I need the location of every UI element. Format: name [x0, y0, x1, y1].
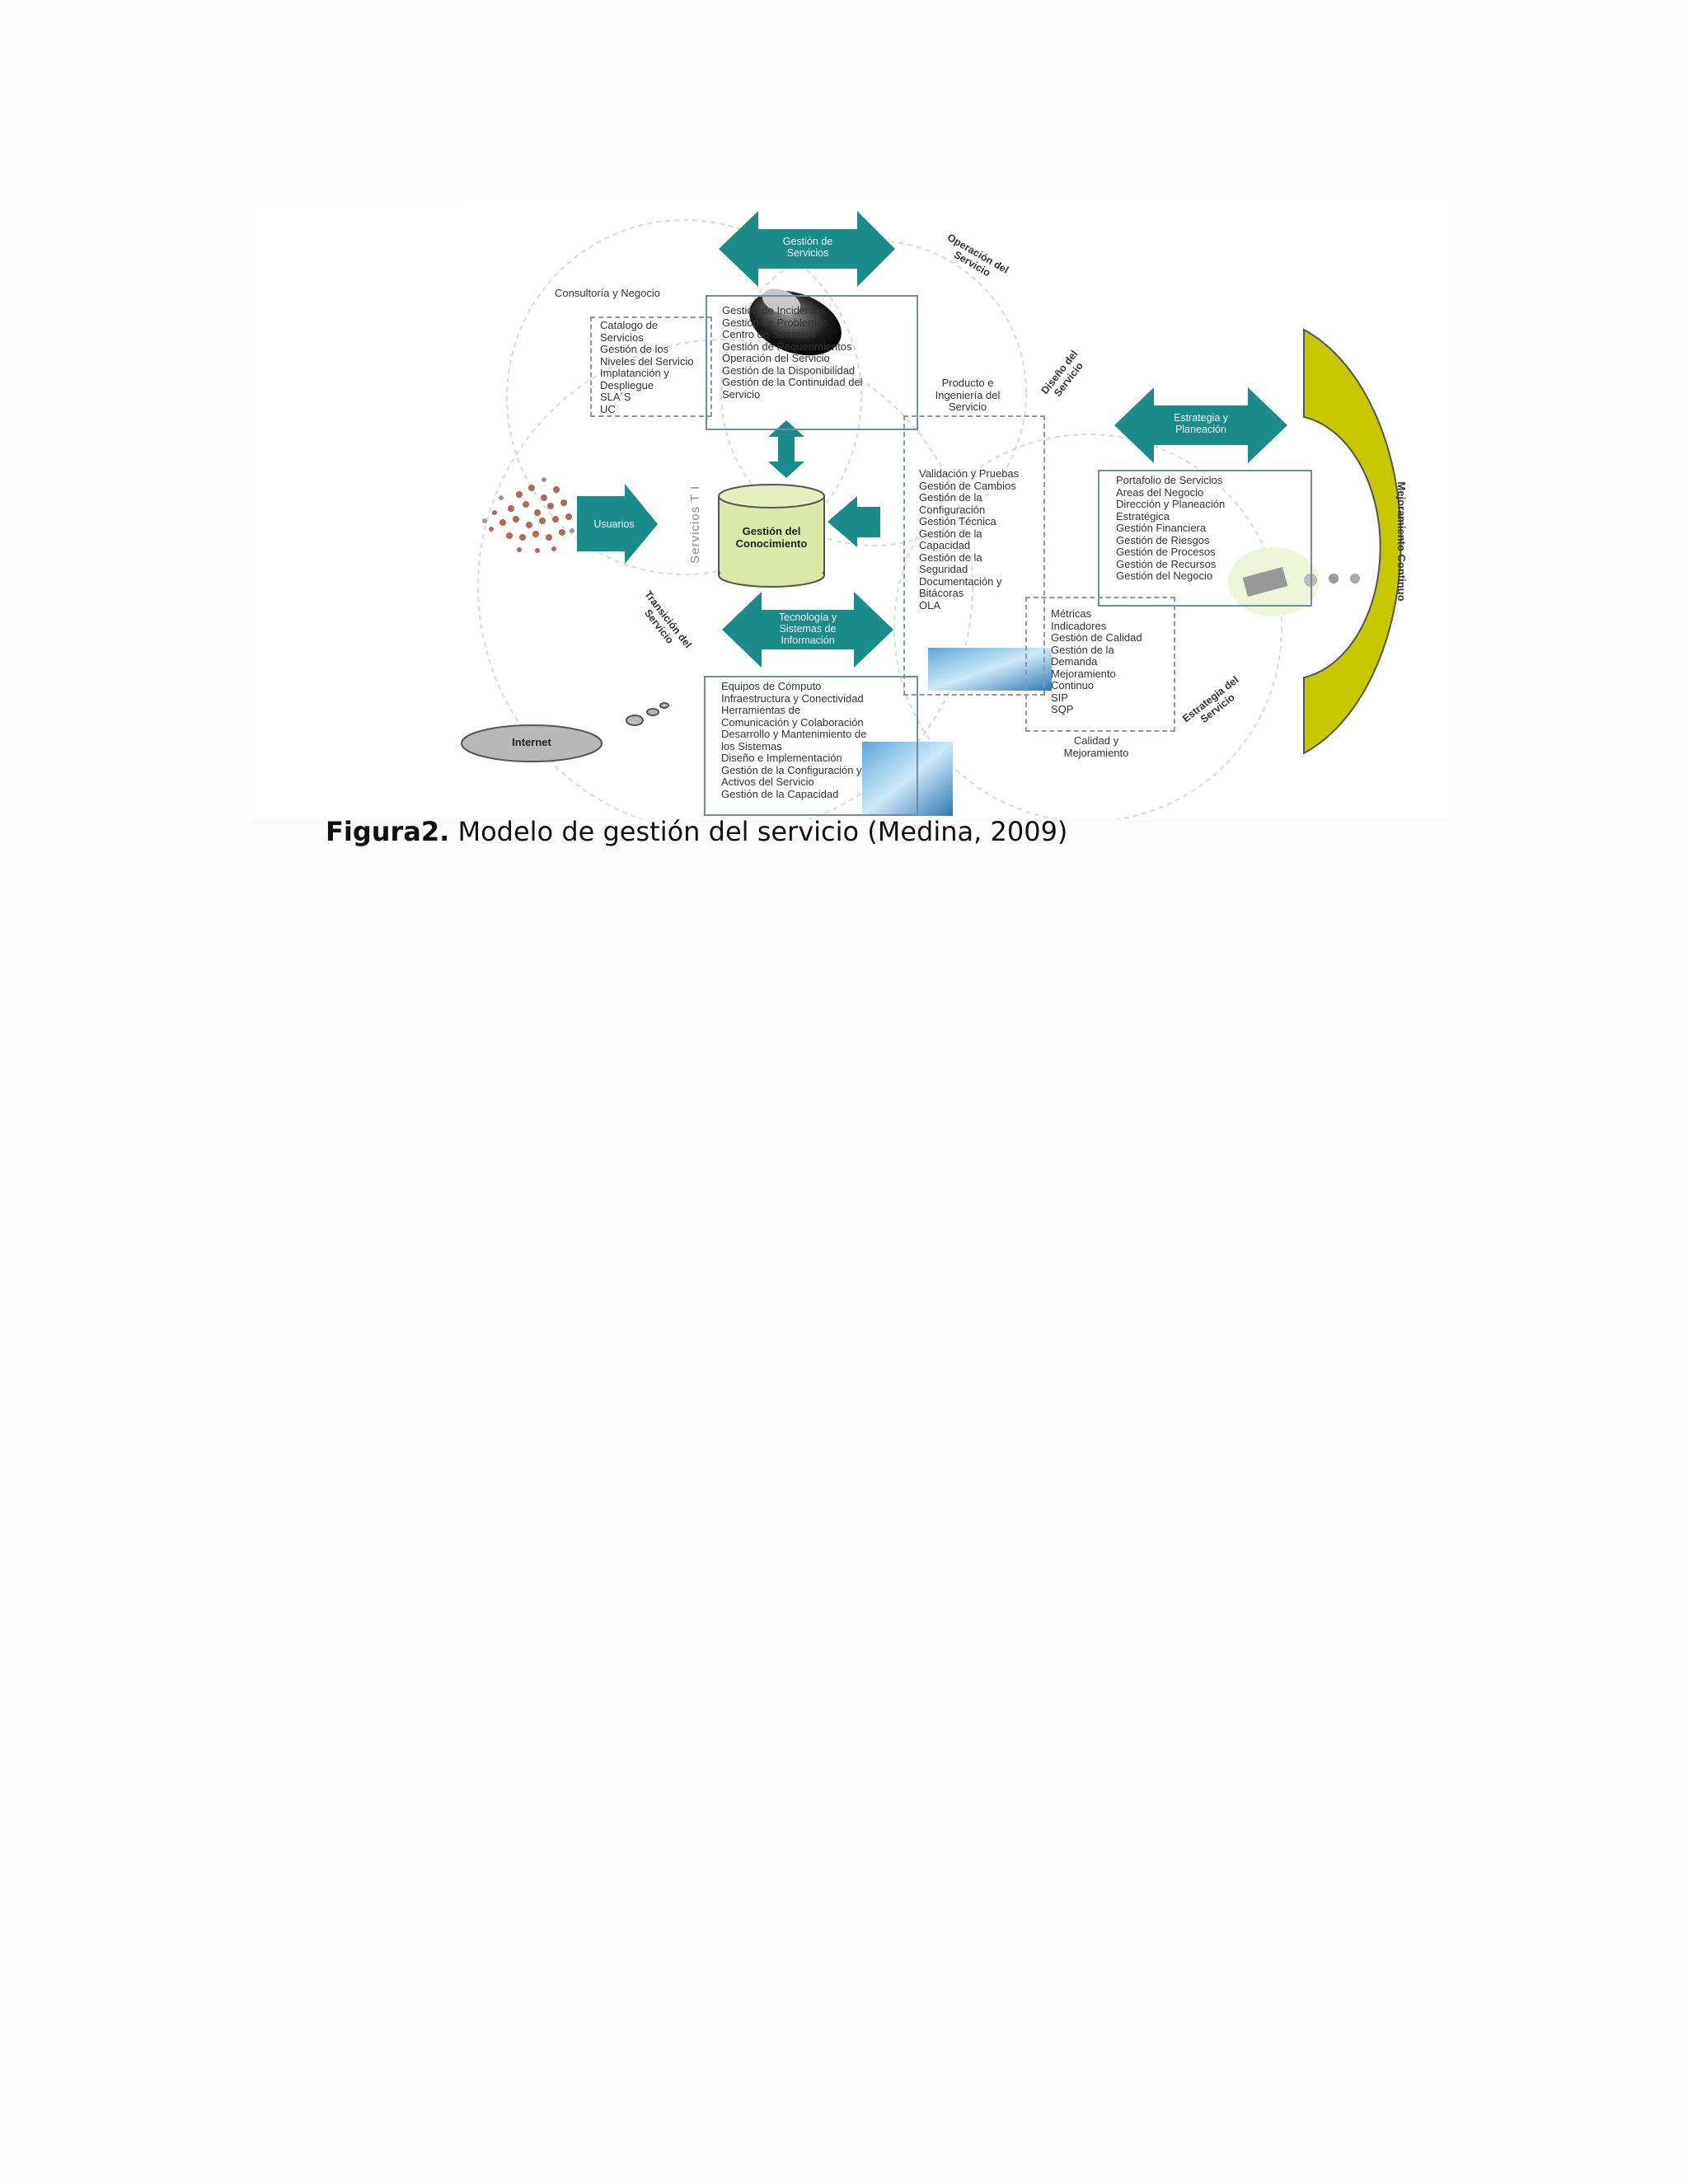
- list-item: Portafolio de Servicios: [1116, 475, 1225, 487]
- list-item: Gestión de la Continuidad del: [722, 377, 863, 389]
- list-item: Activos del Servicio: [721, 776, 866, 789]
- list-item: Estratégica: [1116, 511, 1225, 523]
- list-item: Gestión de Cambios: [919, 480, 1019, 493]
- usuarios-label: Usuarios: [585, 518, 643, 530]
- list-item: Seguridad: [919, 564, 1019, 576]
- list-item: Servicios: [600, 332, 693, 344]
- list-item: Validación y Pruebas: [919, 468, 1019, 480]
- list-item: SIP: [1051, 692, 1142, 705]
- list-item: los Sistemas: [721, 741, 866, 753]
- list-item: Operación del Servicio: [722, 353, 863, 365]
- caption-text: Modelo de gestión del servicio (Medina, …: [457, 816, 1067, 847]
- calidad-title: Calidad y Mejoramiento: [1055, 735, 1137, 759]
- service-management-diagram: Consultoría y Negocio Catalogo de Servic…: [247, 199, 1451, 819]
- list-item: Gestión de la: [919, 552, 1019, 565]
- estrategia-label: Estrategia y Planeación: [1165, 412, 1236, 435]
- list-item: Implatanción y: [600, 368, 693, 380]
- list-item: Continuo: [1051, 680, 1142, 692]
- list-item: Gestión de Incidentes: [722, 305, 863, 317]
- list-item: Configuración: [919, 504, 1019, 517]
- consultoria-title: Consultoría y Negocio: [554, 288, 661, 300]
- list-item: Servicio: [722, 389, 863, 401]
- list-item: Niveles del Servicio: [600, 356, 693, 368]
- list-item: Mejoramiento: [1051, 668, 1142, 681]
- list-item: Gestión de Calidad: [1051, 632, 1142, 644]
- list-item: Gestión de los: [600, 344, 693, 356]
- list-item: Gestión de la: [919, 492, 1019, 504]
- servicios-ti-label: Servicios T I: [690, 483, 702, 565]
- consultoria-list: Catalogo de Servicios Gestión de los Niv…: [600, 320, 693, 415]
- list-item: OLA: [919, 600, 1019, 612]
- list-item: Dirección y Planeación: [1116, 499, 1225, 511]
- list-item: Métricas: [1051, 608, 1142, 621]
- list-item: Gestión de Problemas: [722, 317, 863, 330]
- incoming-arrow: [828, 496, 880, 547]
- list-item: Despliegue: [600, 380, 693, 392]
- list-item: Infraestructura y Conectividad: [721, 693, 866, 705]
- list-item: Gestión Técnica: [919, 516, 1019, 528]
- list-item: Desarrollo y Mantenimiento de: [721, 729, 866, 741]
- list-item: Centro de Servicios: [722, 329, 863, 341]
- list-item: Gestión de Recursos: [1116, 559, 1225, 571]
- calidad-list: Métricas Indicadores Gestión de Calidad …: [1051, 608, 1142, 716]
- list-item: Gestión de la Capacidad: [721, 789, 866, 801]
- list-item: Gestión de la: [919, 528, 1019, 541]
- gestion-servicios-label: Gestión de Servicios: [771, 236, 844, 259]
- list-item: Herramientas de: [721, 705, 866, 717]
- conocimiento-label: Gestión del Conocimiento: [727, 526, 816, 550]
- mejoramiento-label: Mejoramiento Continuo: [1395, 459, 1407, 624]
- internet-cloud: [462, 703, 668, 762]
- list-item: SQP: [1051, 704, 1142, 716]
- list-item: Catalogo de: [600, 320, 693, 332]
- list-item: Gestión del Negocio: [1116, 570, 1225, 583]
- operacion-list: Gestión de Incidentes Gestión de Problem…: [722, 305, 863, 401]
- list-item: Comunicación y Colaboración: [721, 717, 866, 729]
- list-item: Documentación y: [919, 576, 1019, 588]
- figure-caption: Figura2. Modelo de gestión del servicio …: [326, 816, 1067, 847]
- list-item: Indicadores: [1051, 621, 1142, 633]
- producto-title: Producto e Ingeniería del Servicio: [926, 377, 1009, 414]
- list-item: Demanda: [1051, 656, 1142, 668]
- caption-label: Figura2.: [326, 816, 449, 847]
- list-item: Gestión Financiera: [1116, 523, 1225, 535]
- list-item: Gestión de Procesos: [1116, 546, 1225, 559]
- transicion-list: Validación y Pruebas Gestión de Cambios …: [919, 468, 1019, 612]
- tecnologia-list: Equipos de Cómputo Infraestructura y Con…: [721, 681, 866, 800]
- users-crowd-image: [482, 477, 574, 553]
- list-item: Equipos de Cómputo: [721, 681, 866, 693]
- list-item: Gestión de la: [1051, 644, 1142, 657]
- list-item: SLA´S: [600, 391, 693, 404]
- list-item: Areas del Negocio: [1116, 487, 1225, 499]
- list-item: Capacidad: [919, 540, 1019, 552]
- internet-label: Internet: [499, 737, 565, 749]
- list-item: UC: [600, 404, 693, 416]
- list-item: Gestión de Riesgos: [1116, 535, 1225, 547]
- list-item: Bitácoras: [919, 588, 1019, 600]
- list-item: Gestión de la Configuración y: [721, 765, 866, 777]
- mejoramiento-arch: [1304, 330, 1401, 753]
- list-item: Gestión de la Disponibilidad: [722, 365, 863, 377]
- list-item: Diseño e Implementación: [721, 752, 866, 765]
- list-item: Gestión de Requerimientos: [722, 341, 863, 354]
- estrategia-list: Portafolio de Servicios Areas del Negoci…: [1116, 475, 1225, 583]
- tecnologia-label: Tecnología y Sistemas de Información: [773, 612, 842, 646]
